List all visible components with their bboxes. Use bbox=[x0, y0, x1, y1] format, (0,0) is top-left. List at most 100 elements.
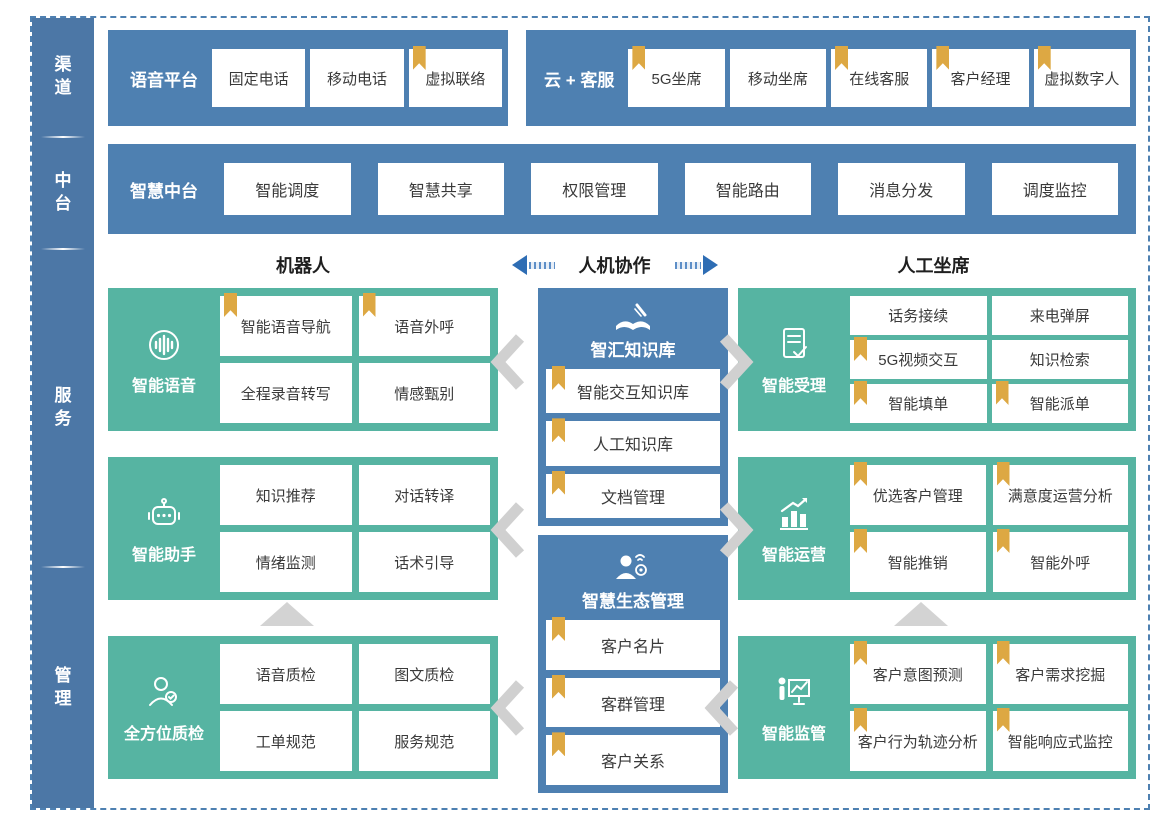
sidebar-item-channel: 渠道 bbox=[32, 18, 94, 136]
bookmark-icon bbox=[412, 46, 426, 70]
bookmark-icon bbox=[552, 674, 565, 699]
item-box: 话术引导 bbox=[358, 532, 490, 592]
chevron-left-icon bbox=[704, 680, 738, 736]
collaboration-header: 机器人 人机协作 人工坐席 bbox=[108, 242, 1136, 288]
item-box: 客户行为轨迹分析 bbox=[850, 708, 986, 771]
sidebar-divider bbox=[41, 248, 85, 250]
item-box: 客户意图预测 bbox=[850, 641, 986, 704]
item-label: 对话转译 bbox=[394, 487, 455, 505]
item-label: 全程录音转写 bbox=[240, 385, 331, 403]
sidebar-divider bbox=[41, 136, 85, 138]
item-box: 智能语音导航 bbox=[220, 293, 352, 356]
item-label: 客群管理 bbox=[600, 696, 665, 714]
item-box: 话务接续 bbox=[850, 296, 987, 335]
block-items: 客户名片 客群管理 客户关系 bbox=[546, 617, 720, 786]
item-label: 智慧共享 bbox=[408, 183, 473, 200]
item-label: 话务接续 bbox=[888, 308, 949, 325]
block-quality-inspection: 全方位质检 语音质检 图文质检 工单规范 服务规范 bbox=[108, 636, 498, 779]
item-box: 在线客服 bbox=[831, 46, 928, 107]
item-label: 智能填单 bbox=[888, 396, 949, 413]
block-knowledge-base: 智汇知识库 智能交互知识库 人工知识库 文档管理 bbox=[538, 288, 728, 526]
item-box: 图文质检 bbox=[358, 644, 490, 704]
chevron-left-icon bbox=[490, 680, 524, 736]
left-category-sidebar: 渠道 中台 服务 管理 bbox=[32, 18, 94, 808]
item-label: 优选客户管理 bbox=[872, 487, 963, 505]
panel-items: 智能调度 智慧共享 权限管理 智能路由 消息分发 调度监控 bbox=[224, 163, 1118, 215]
item-label: 情绪监测 bbox=[255, 554, 316, 572]
service-management-grid: 智能语音 智能语音导航 语音外呼 全程录音转写 情感甄别 智能助手 bbox=[108, 288, 1136, 798]
bookmark-icon bbox=[936, 46, 950, 70]
bookmark-icon bbox=[996, 641, 1010, 665]
bookmark-icon bbox=[552, 418, 565, 443]
agent-column-title: 人工坐席 bbox=[897, 256, 970, 276]
panel-items: 5G坐席 移动坐席 在线客服 客户经理 虚拟数字人 bbox=[628, 46, 1131, 107]
knowledge-book-icon bbox=[616, 303, 650, 330]
bookmark-icon bbox=[632, 46, 646, 70]
item-box: 移动电话 bbox=[310, 49, 404, 107]
block-head: 智汇知识库 bbox=[546, 296, 720, 369]
item-label: 客户关系 bbox=[600, 754, 665, 772]
cloud-service-panel: 云 + 客服 5G坐席 移动坐席 在线客服 客户经理 虚拟数字人 bbox=[526, 30, 1136, 126]
center-column: 智汇知识库 智能交互知识库 人工知识库 文档管理 智慧生态管理 客户名片 bbox=[538, 288, 728, 798]
sidebar-item-service: 服务 bbox=[32, 250, 94, 566]
bookmark-icon bbox=[552, 617, 565, 641]
block-title: 智能语音 bbox=[131, 377, 196, 395]
item-label: 图文质检 bbox=[394, 666, 455, 684]
robot-column: 智能语音 智能语音导航 语音外呼 全程录音转写 情感甄别 智能助手 bbox=[108, 288, 498, 798]
item-label: 智能路由 bbox=[715, 183, 780, 200]
block-title: 全方位质检 bbox=[123, 725, 204, 743]
item-label: 权限管理 bbox=[562, 183, 627, 200]
block-items: 话务接续 来电弹屏 5G视频交互 知识检索 智能填单 智能派单 bbox=[850, 296, 1128, 423]
panel-title: 云 + 客服 bbox=[544, 70, 615, 90]
arrow-right-icon bbox=[661, 255, 731, 275]
item-label: 消息分发 bbox=[869, 183, 934, 200]
item-label: 智能响应式监控 bbox=[1007, 733, 1113, 751]
bookmark-icon bbox=[552, 470, 565, 495]
block-title: 智慧生态管理 bbox=[582, 592, 684, 611]
item-label: 语音质检 bbox=[255, 666, 316, 684]
robot-icon bbox=[148, 497, 180, 525]
item-label: 知识推荐 bbox=[255, 487, 316, 505]
item-label: 调度监控 bbox=[1022, 183, 1087, 200]
sidebar-item-midplatform: 中台 bbox=[32, 138, 94, 248]
sidebar-divider bbox=[41, 566, 85, 568]
item-label: 虚拟数字人 bbox=[1044, 70, 1120, 88]
voice-waveform-icon bbox=[149, 329, 179, 360]
item-box: 虚拟联络 bbox=[408, 46, 502, 107]
bookmark-icon bbox=[1037, 46, 1051, 70]
bookmark-icon bbox=[224, 293, 237, 317]
block-smart-assistant: 智能助手 知识推荐 对话转译 情绪监测 话术引导 bbox=[108, 457, 498, 600]
block-smart-acceptance: 智能受理 话务接续 来电弹屏 5G视频交互 知识检索 智能填单 智能派单 bbox=[738, 288, 1136, 431]
item-label: 智能外呼 bbox=[1030, 554, 1091, 572]
chevron-left-icon bbox=[490, 502, 524, 558]
item-box: 来电弹屏 bbox=[991, 296, 1128, 335]
block-items: 智能交互知识库 人工知识库 文档管理 bbox=[546, 366, 720, 518]
item-label: 智能推销 bbox=[887, 554, 948, 572]
item-box: 知识推荐 bbox=[220, 465, 352, 525]
bookmark-icon bbox=[362, 293, 376, 317]
item-box: 5G视频交互 bbox=[850, 337, 987, 379]
bookmark-icon bbox=[995, 381, 1009, 405]
block-smart-supervision: 智能监管 客户意图预测 客户需求挖掘 客户行为轨迹分析 智能响应式监控 bbox=[738, 636, 1136, 779]
block-side: 智能受理 bbox=[746, 296, 842, 423]
item-box: 智慧共享 bbox=[377, 163, 504, 215]
panel-title: 智慧中台 bbox=[130, 181, 198, 201]
bookmark-icon bbox=[854, 381, 867, 405]
item-box: 情绪监测 bbox=[220, 532, 352, 592]
channel-row: 语音平台 固定电话 移动电话 虚拟联络 云 + 客服 5G坐席 移动坐席 在线客… bbox=[108, 30, 1136, 126]
item-box: 固定电话 bbox=[212, 49, 306, 107]
item-box: 权限管理 bbox=[531, 163, 658, 215]
bookmark-icon bbox=[854, 529, 867, 553]
bookmark-icon bbox=[854, 337, 867, 361]
block-title: 智能监管 bbox=[761, 725, 826, 743]
block-title: 智能运营 bbox=[761, 546, 826, 564]
robot-column-title: 机器人 bbox=[276, 256, 330, 276]
block-side: 智能助手 bbox=[116, 465, 212, 592]
item-label: 服务规范 bbox=[394, 733, 455, 751]
item-label: 文档管理 bbox=[600, 489, 665, 507]
block-smart-operation: 智能运营 优选客户管理 满意度运营分析 智能推销 智能外呼 bbox=[738, 457, 1136, 600]
block-items: 语音质检 图文质检 工单规范 服务规范 bbox=[220, 644, 490, 771]
item-box: 客户关系 bbox=[546, 732, 720, 786]
item-label: 智能交互知识库 bbox=[576, 385, 689, 403]
block-items: 知识推荐 对话转译 情绪监测 话术引导 bbox=[220, 465, 490, 592]
